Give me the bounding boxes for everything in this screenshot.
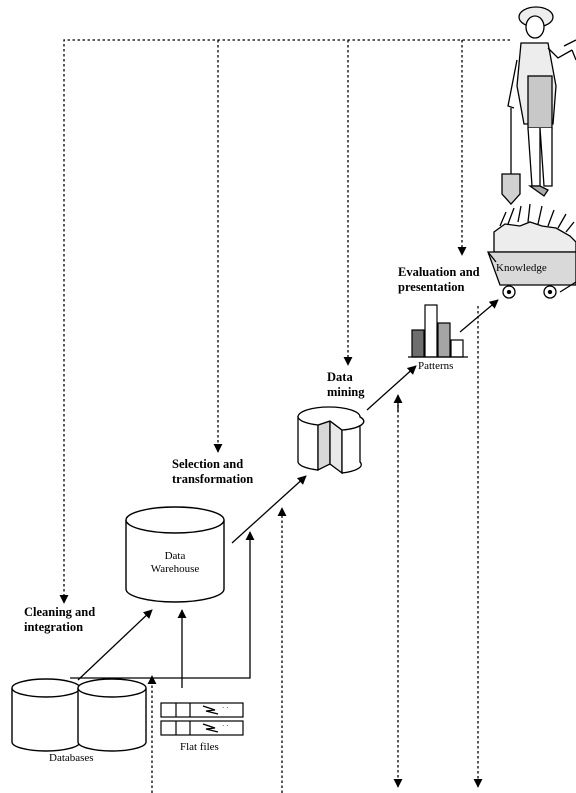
flow-arrows	[70, 299, 499, 688]
patterns-label: Patterns	[418, 360, 454, 372]
stage-cleaning-label: Cleaning and integration	[24, 605, 96, 634]
stage-evaluation-label: Evaluation and presentation	[398, 265, 480, 294]
person-with-shovel-icon	[501, 6, 576, 205]
data-mining-icon	[297, 406, 365, 475]
svg-text:· ·: · ·	[222, 704, 228, 712]
databases-icon	[11, 678, 147, 752]
stage-selection-label: Selection and transformation	[172, 457, 254, 486]
data-warehouse-icon	[125, 506, 225, 603]
databases-label: Databases	[49, 752, 94, 764]
knowledge-cart-icon	[487, 203, 576, 299]
warehouse-label: Data Warehouse	[150, 550, 200, 575]
feedback-lines	[59, 39, 510, 793]
flat-files-label: Flat files	[180, 741, 219, 753]
knowledge-label: Knowledge	[496, 262, 547, 274]
patterns-icon	[408, 304, 468, 358]
svg-text:· ·: · ·	[222, 722, 228, 730]
flat-files-icon: · · · ·	[160, 702, 244, 736]
stage-mining-label: Data mining	[327, 370, 365, 399]
